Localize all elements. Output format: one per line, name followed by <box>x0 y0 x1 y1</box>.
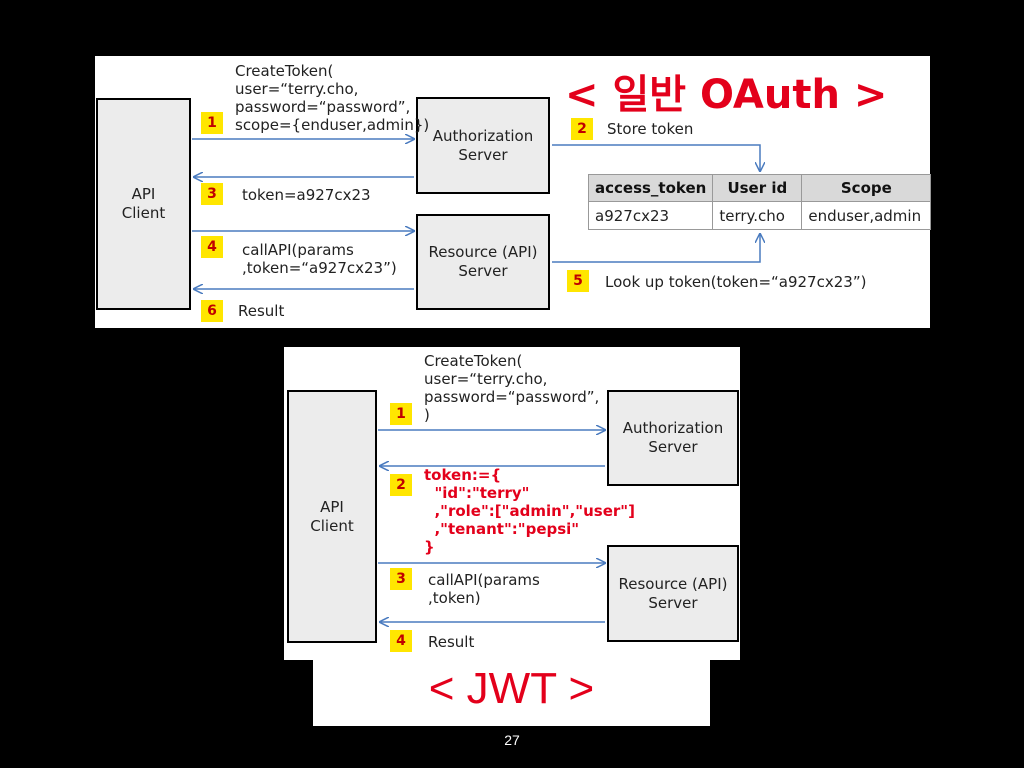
table-header-user-id: User id <box>712 174 803 202</box>
table-header-access-token: access_token <box>587 174 714 202</box>
oauth-step-1-label: CreateToken( user=“terry.cho, password=“… <box>235 62 430 134</box>
table-row: a927cx23 terry.cho enduser,admin <box>587 201 932 230</box>
oauth-resource-server-box: Resource (API) Server <box>416 214 550 310</box>
jwt-step-3-badge: 3 <box>390 568 412 590</box>
jwt-step-1-label: CreateToken( user=“terry.cho, password=“… <box>424 352 600 424</box>
jwt-step-3-label: callAPI(params ,token) <box>428 571 540 607</box>
oauth-step-6-badge: 6 <box>201 300 223 322</box>
page-number: 27 <box>504 732 520 748</box>
oauth-step-5-label: Look up token(token=“a927cx23”) <box>605 273 867 291</box>
oauth-step-2-label: Store token <box>607 120 694 138</box>
oauth-step-3-badge: 3 <box>201 183 223 205</box>
jwt-api-client-box: API Client <box>287 390 377 643</box>
jwt-step-4-label: Result <box>428 633 475 651</box>
table-header-row: access_token User id Scope <box>587 174 932 202</box>
table-cell-user-id: terry.cho <box>712 201 803 230</box>
jwt-resource-server-box: Resource (API) Server <box>607 545 739 642</box>
table-header-scope: Scope <box>801 174 932 202</box>
jwt-authorization-server-box: Authorization Server <box>607 390 739 486</box>
token-store-table: access_token User id Scope a927cx23 terr… <box>587 174 932 230</box>
oauth-title: < 일반 OAuth > <box>565 72 888 118</box>
oauth-step-3-label: token=a927cx23 <box>242 186 371 204</box>
jwt-step-2-label: token:={ "id":"terry" ,"role":["admin","… <box>424 466 635 556</box>
oauth-step-5-badge: 5 <box>567 270 589 292</box>
table-cell-access-token: a927cx23 <box>587 201 714 230</box>
oauth-api-client-box: API Client <box>96 98 191 310</box>
oauth-step-2-badge: 2 <box>571 118 593 140</box>
jwt-step-2-badge: 2 <box>390 474 412 496</box>
oauth-step-4-label: callAPI(params ,token=“a927cx23”) <box>242 241 397 277</box>
jwt-title: < JWT > <box>428 664 595 713</box>
oauth-step-4-badge: 4 <box>201 236 223 258</box>
table-cell-scope: enduser,admin <box>801 201 932 230</box>
oauth-authorization-server-box: Authorization Server <box>416 97 550 194</box>
jwt-caption-box <box>313 660 710 726</box>
oauth-step-1-badge: 1 <box>201 112 223 134</box>
oauth-step-6-label: Result <box>238 302 285 320</box>
jwt-step-1-badge: 1 <box>390 403 412 425</box>
jwt-step-4-badge: 4 <box>390 630 412 652</box>
